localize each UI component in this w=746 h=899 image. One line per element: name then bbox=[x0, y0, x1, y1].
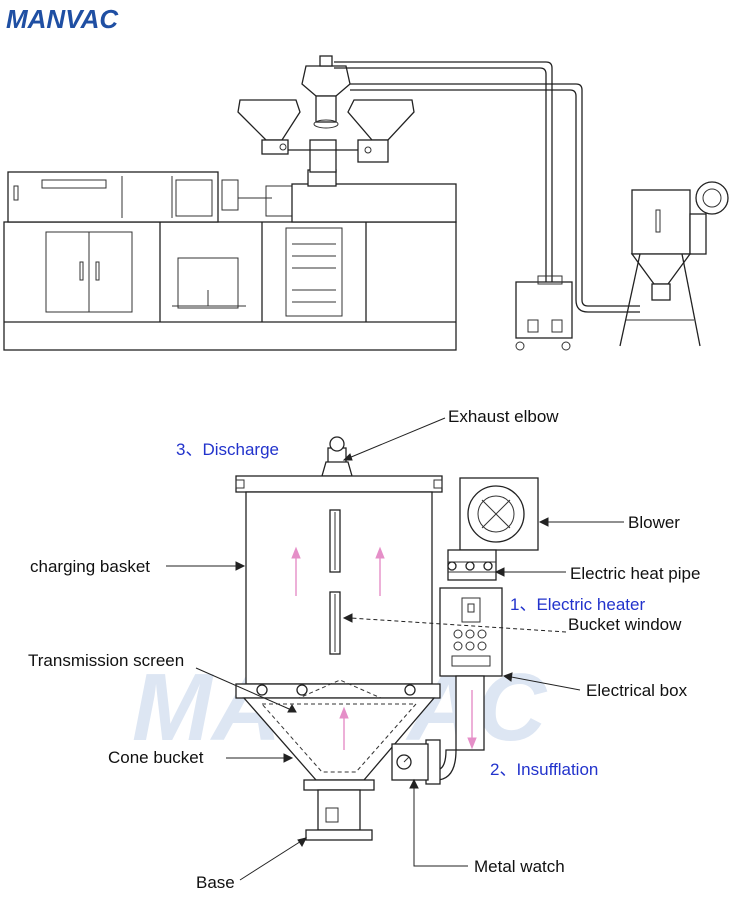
label-base: Base bbox=[196, 873, 235, 892]
label-electric-heat-pipe: Electric heat pipe bbox=[570, 564, 700, 583]
hopper-dryer-small bbox=[619, 181, 729, 347]
label-exhaust-elbow: Exhaust elbow bbox=[448, 407, 559, 426]
airflow-arrows bbox=[291, 546, 477, 750]
label-electric-heater: 1、Electric heater bbox=[510, 595, 645, 614]
label-blower: Blower bbox=[628, 513, 680, 532]
hopper-dryer-detail bbox=[235, 436, 539, 841]
injection-molding-machine bbox=[3, 55, 640, 351]
label-cone-bucket: Cone bucket bbox=[108, 748, 204, 767]
leader-lines bbox=[166, 417, 624, 881]
label-electrical-box: Electrical box bbox=[586, 681, 688, 700]
label-insufflation: 2、Insufflation bbox=[490, 760, 598, 779]
label-charging-basket: charging basket bbox=[30, 557, 150, 576]
label-discharge: 3、Discharge bbox=[176, 440, 279, 459]
label-metal-watch: Metal watch bbox=[474, 857, 565, 876]
feeding-cart bbox=[515, 275, 573, 351]
label-transmission-screen: Transmission screen bbox=[28, 651, 184, 670]
brand-logo: MANVAC bbox=[6, 4, 119, 34]
label-bucket-window: Bucket window bbox=[568, 615, 682, 634]
